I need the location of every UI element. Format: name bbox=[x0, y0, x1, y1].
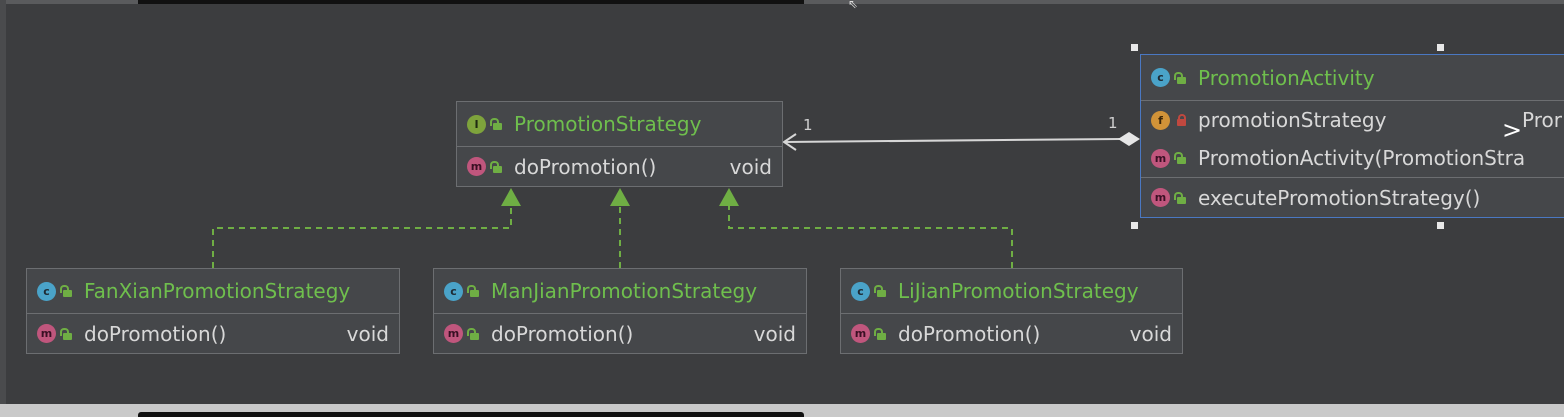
interface-node-promotion-strategy[interactable]: I PromotionStrategy m doPromotion() void bbox=[456, 101, 783, 187]
realization-line-lijian bbox=[728, 204, 1013, 268]
class-node-promotion-activity[interactable]: c PromotionActivity f promotionStrategy … bbox=[1140, 54, 1564, 218]
constructor-name: PromotionActivity(PromotionStra bbox=[1198, 146, 1526, 170]
class-badge-icon: c bbox=[444, 281, 463, 301]
realization-line-fanxian bbox=[212, 204, 512, 268]
method-row[interactable]: m doPromotion() void bbox=[27, 314, 399, 353]
interface-badge-icon: I bbox=[467, 114, 486, 134]
aggregation-diamond bbox=[1118, 132, 1140, 146]
public-lock-icon bbox=[469, 284, 481, 298]
field-row[interactable]: f promotionStrategy Pror bbox=[1141, 101, 1564, 139]
class-node-lijian[interactable]: c LiJianPromotionStrategy m doPromotion(… bbox=[840, 268, 1183, 354]
association-target-multiplicity: 1 bbox=[803, 116, 813, 134]
method-row[interactable]: m doPromotion() void bbox=[841, 314, 1182, 353]
method-badge-icon: m bbox=[851, 324, 870, 343]
realization-arrow-manjian bbox=[610, 188, 630, 206]
public-lock-icon bbox=[62, 284, 74, 298]
window-left-edge bbox=[0, 0, 6, 417]
class-title: FanXianPromotionStrategy bbox=[84, 279, 351, 303]
public-lock-icon bbox=[492, 117, 504, 131]
constructor-row[interactable]: m PromotionActivity(PromotionStra bbox=[1141, 139, 1564, 177]
selection-handle[interactable] bbox=[1131, 222, 1138, 229]
method-row[interactable]: m executePromotionStrategy() bbox=[1141, 177, 1564, 217]
public-lock-icon bbox=[1176, 191, 1188, 205]
method-badge-icon: m bbox=[467, 157, 486, 176]
method-name: doPromotion() bbox=[84, 321, 227, 346]
class-header: c FanXianPromotionStrategy bbox=[27, 269, 399, 314]
association-source-multiplicity: 1 bbox=[1108, 114, 1118, 132]
class-title: ManJianPromotionStrategy bbox=[491, 279, 758, 303]
class-badge-icon: c bbox=[1151, 68, 1170, 87]
class-header: c ManJianPromotionStrategy bbox=[434, 269, 806, 314]
class-node-manjian[interactable]: c ManJianPromotionStrategy m doPromotion… bbox=[433, 268, 807, 354]
field-name: promotionStrategy bbox=[1198, 108, 1387, 132]
top-toolbar-strip bbox=[138, 0, 804, 4]
selection-handle[interactable] bbox=[1131, 44, 1138, 51]
selection-handle[interactable] bbox=[1437, 222, 1444, 229]
interface-method-row[interactable]: m doPromotion() void bbox=[457, 147, 782, 186]
interface-title: PromotionStrategy bbox=[514, 112, 702, 136]
private-lock-icon bbox=[1176, 113, 1188, 127]
selection-handle[interactable] bbox=[1437, 44, 1444, 51]
field-badge-icon: f bbox=[1151, 110, 1170, 130]
public-lock-icon bbox=[876, 327, 888, 341]
public-lock-icon bbox=[876, 284, 888, 298]
field-type: Pror bbox=[1522, 108, 1562, 132]
method-return-type: void bbox=[729, 154, 772, 179]
method-return-type: void bbox=[753, 321, 796, 346]
chevron-right-icon[interactable]: > bbox=[1502, 116, 1523, 144]
public-lock-icon bbox=[1176, 151, 1188, 165]
public-lock-icon bbox=[469, 327, 481, 341]
mouse-cursor-icon: ⇖ bbox=[848, 0, 859, 11]
public-lock-icon bbox=[1176, 71, 1188, 85]
method-name: executePromotionStrategy() bbox=[1198, 185, 1481, 210]
method-name: doPromotion() bbox=[898, 321, 1041, 346]
class-title: PromotionActivity bbox=[1198, 65, 1375, 90]
class-title: LiJianPromotionStrategy bbox=[898, 279, 1139, 303]
method-badge-icon: m bbox=[37, 324, 56, 343]
association-line bbox=[783, 138, 1121, 143]
class-badge-icon: c bbox=[851, 281, 870, 301]
method-row[interactable]: m doPromotion() void bbox=[434, 314, 806, 353]
class-badge-icon: c bbox=[37, 281, 56, 301]
realization-arrow-lijian bbox=[719, 188, 739, 206]
method-badge-icon: m bbox=[1151, 148, 1170, 168]
method-badge-icon: m bbox=[1151, 188, 1170, 207]
method-name: doPromotion() bbox=[514, 154, 657, 179]
bottom-toolbar-strip bbox=[138, 412, 804, 417]
class-node-fanxian[interactable]: c FanXianPromotionStrategy m doPromotion… bbox=[26, 268, 400, 354]
realization-arrow-fanxian bbox=[501, 188, 521, 206]
association-arrowhead bbox=[782, 133, 797, 151]
method-name: doPromotion() bbox=[491, 321, 634, 346]
method-badge-icon: m bbox=[444, 324, 463, 343]
public-lock-icon bbox=[62, 327, 74, 341]
method-return-type: void bbox=[1129, 321, 1172, 346]
interface-header: I PromotionStrategy bbox=[457, 102, 782, 147]
method-return-type: void bbox=[346, 321, 389, 346]
public-lock-icon bbox=[492, 160, 504, 174]
class-header: c LiJianPromotionStrategy bbox=[841, 269, 1182, 314]
class-header: c PromotionActivity bbox=[1141, 55, 1564, 101]
